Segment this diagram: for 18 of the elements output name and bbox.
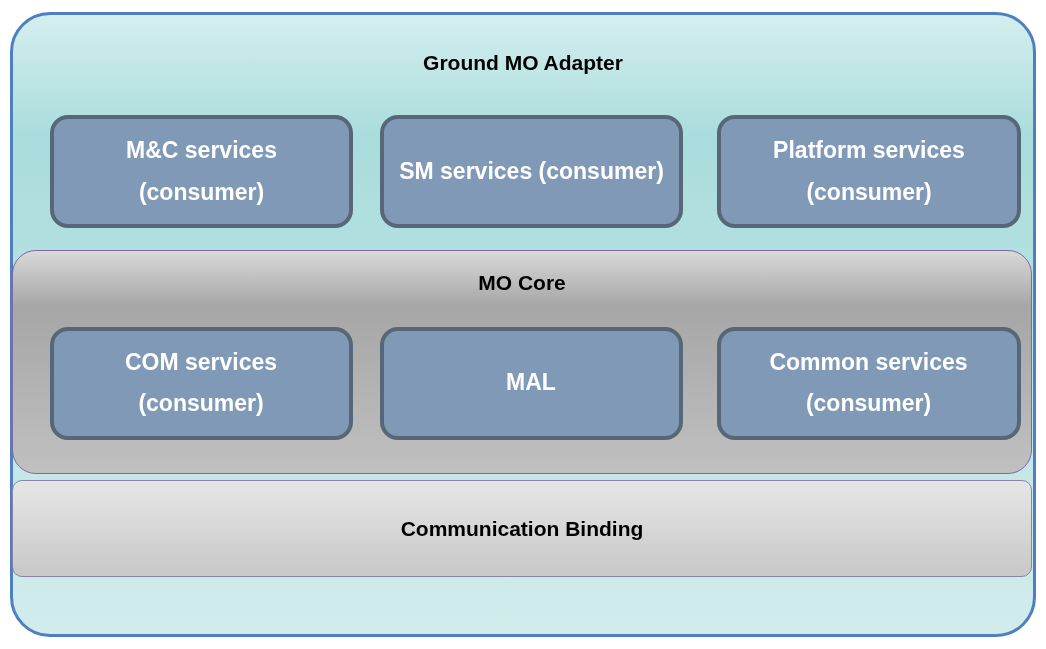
layer-title: Communication Binding	[400, 516, 644, 541]
adapter-panel	[10, 12, 1036, 637]
service-label: COM services (consumer)	[123, 347, 279, 418]
service-box	[379, 326, 683, 440]
service-box	[50, 115, 353, 228]
service-box	[49, 326, 353, 440]
service-label: M&C services (consumer)	[125, 136, 278, 207]
service-label: Common services (consumer)	[768, 347, 969, 418]
service-box	[380, 115, 683, 228]
service-label: MAL	[505, 368, 557, 398]
service-box	[717, 115, 1021, 228]
binding-layer-bar	[12, 480, 1032, 577]
service-label: Platform services (consumer)	[772, 136, 966, 207]
core-layer-panel	[12, 250, 1032, 474]
service-label: SM services (consumer)	[398, 156, 665, 186]
layer-title: MO Core	[477, 271, 567, 295]
service-box	[716, 326, 1021, 440]
layer-title: Ground MO Adapter	[422, 51, 624, 75]
